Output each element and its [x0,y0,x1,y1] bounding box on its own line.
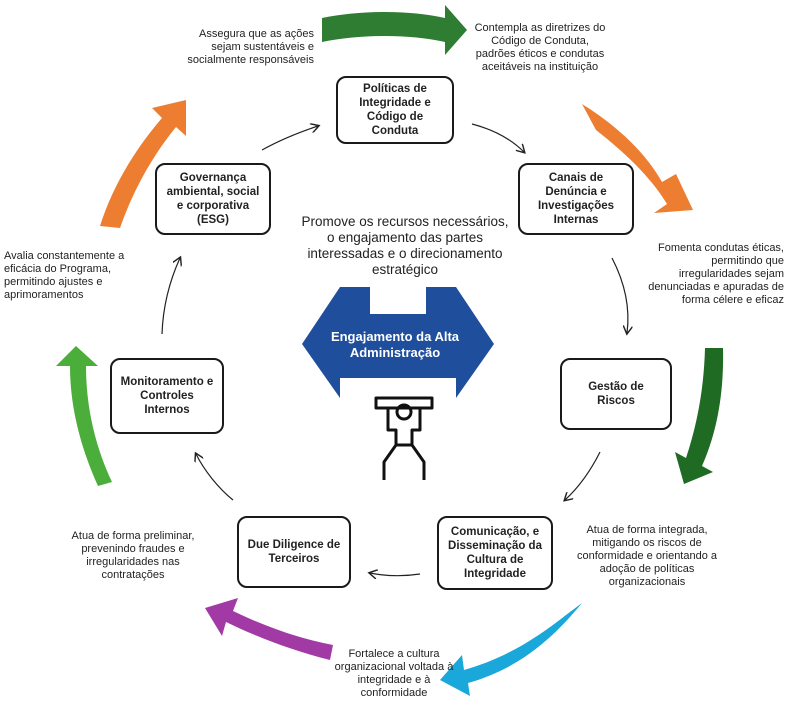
node-comunicacao: Comunicação, e Disseminação da Cultura d… [437,516,553,590]
note-comunicacao: Fortalece a cultura organizacional volta… [334,648,454,699]
node-due: Due Diligence de Terceiros [237,516,351,588]
center-banner-label: Engajamento da Alta Administração [330,329,460,360]
node-politicas: Políticas de Integridade e Código de Con… [336,76,454,144]
node-monitoramento: Monitoramento e Controles Internos [110,358,224,434]
note-governanca: Assegura que as ações sejam sustentáveis… [187,28,314,66]
note-canais: Fomenta condutas éticas, permitindo que … [648,242,784,306]
outer-arrow-bottom-purple [205,598,333,660]
node-governanca: Governança ambiental, social e corporati… [155,163,271,235]
note-gestao: Atua de forma integrada, mitigando os ri… [576,524,718,588]
outer-arrow-left-green [56,346,112,486]
note-monitoramento: Avalia constantemente a eficácia do Prog… [4,250,125,301]
center-banner [302,287,494,398]
inner-cycle-arrows [161,124,628,576]
outer-arrow-top-green [322,5,467,55]
outer-arrow-upper-left-orange [100,100,186,228]
note-politicas: Contempla as diretrizes do Código de Con… [474,22,606,73]
node-canais: Canais de Denúncia e Investigações Inter… [518,163,634,235]
outer-arrow-right-green [675,348,724,484]
node-gestao: Gestão de Riscos [560,358,672,430]
outer-arrow-lower-right-blue [440,603,582,696]
person-lifting-icon [374,396,434,480]
outer-arrow-upper-right-orange [582,104,693,213]
note-due: Atua de forma preliminar, prevenindo fra… [71,530,195,581]
center-description: Promove os recursos necessários, o engaj… [301,214,509,277]
